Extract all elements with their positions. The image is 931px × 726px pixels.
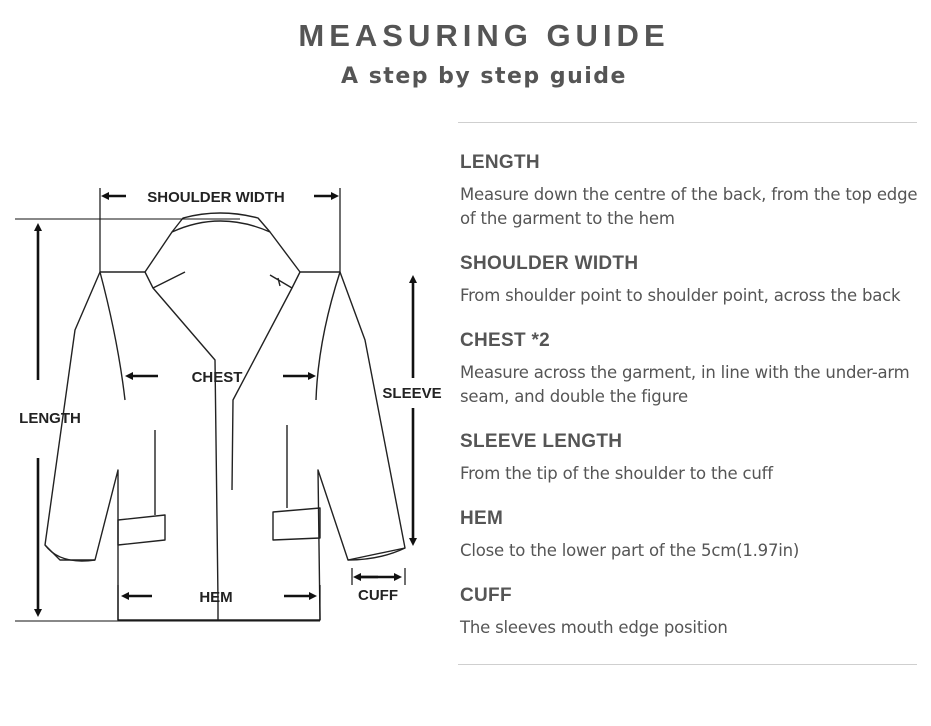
guide-item-sleeve-length: SLEEVE LENGTH From the tip of the should… [460, 431, 920, 486]
guide-heading: CUFF [460, 585, 512, 606]
guide-item-hem: HEM Close to the lower part of the 5cm(1… [460, 508, 920, 563]
measurement-guides [15, 188, 417, 622]
top-divider [458, 122, 917, 123]
cuff-label: CUFF [358, 587, 398, 604]
guide-heading: SHOULDER WIDTH [460, 253, 639, 274]
sleeve-label: SLEEVE [382, 385, 441, 402]
guide-item-cuff: CUFF The sleeves mouth edge position [460, 585, 920, 640]
hem-label: HEM [199, 589, 232, 606]
length-label: LENGTH [19, 410, 81, 427]
guide-heading: SLEEVE LENGTH [460, 431, 623, 452]
guide-item-length: LENGTH Measure down the centre of the ba… [460, 152, 920, 231]
jacket-diagram: SHOULDER WIDTH LENGTH CHEST SLEEVE HEM C… [15, 188, 442, 622]
guide-description: Measure across the garment, in line with… [460, 363, 910, 406]
guide-item-chest: CHEST *2 Measure across the garment, in … [460, 330, 920, 409]
guide-heading: CHEST *2 [460, 330, 551, 351]
guide-description: From the tip of the shoulder to the cuff [460, 464, 773, 483]
guide-description: The sleeves mouth edge position [460, 618, 728, 637]
guide-description: Measure down the centre of the back, fro… [460, 185, 918, 228]
shoulder-width-label: SHOULDER WIDTH [147, 189, 285, 206]
guide-heading: HEM [460, 508, 504, 529]
page-title: MEASURING GUIDE [298, 18, 670, 53]
guide-description: Close to the lower part of the 5cm(1.97i… [460, 541, 800, 560]
guide-description: From shoulder point to shoulder point, a… [460, 286, 901, 305]
chest-label: CHEST [192, 369, 243, 386]
guide-item-shoulder-width: SHOULDER WIDTH From shoulder point to sh… [460, 253, 920, 308]
guide-heading: LENGTH [460, 152, 540, 173]
page-subtitle: A step by step guide [341, 64, 627, 89]
bottom-divider [458, 664, 917, 665]
jacket-outline [44, 212, 406, 621]
